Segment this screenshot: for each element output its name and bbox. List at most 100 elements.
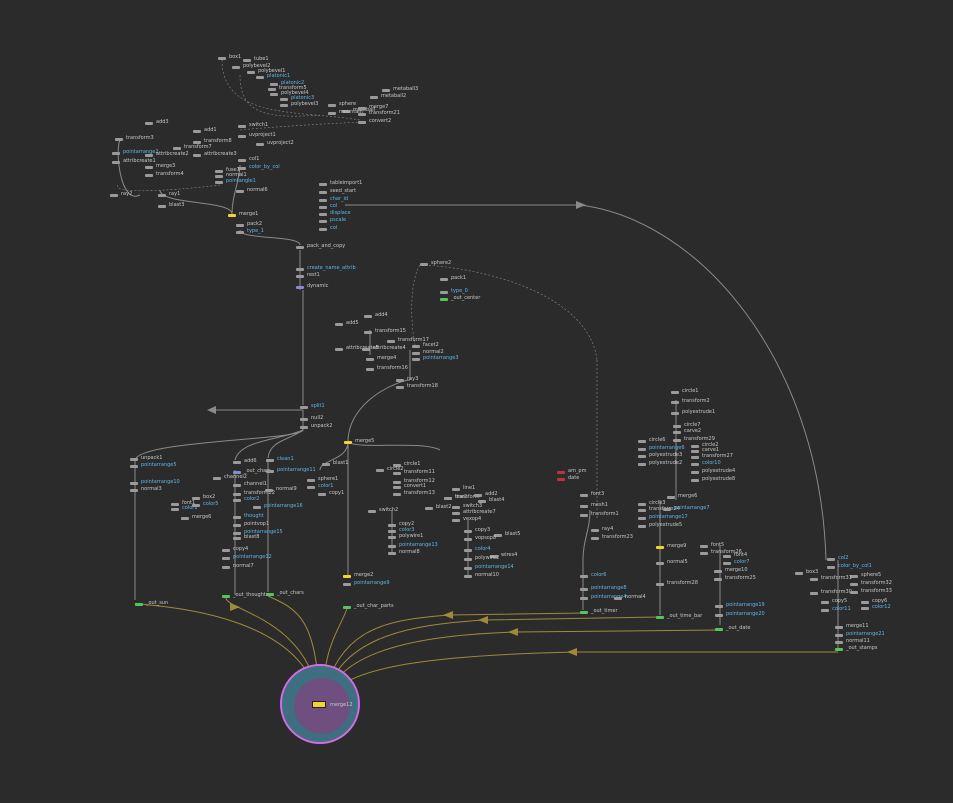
- node-handle[interactable]: [656, 616, 664, 619]
- node-handle[interactable]: [145, 122, 153, 125]
- node-handle[interactable]: [266, 470, 274, 473]
- node-handle[interactable]: [193, 141, 201, 144]
- node-handle[interactable]: [130, 482, 138, 485]
- node-handle[interactable]: [236, 231, 244, 234]
- node-handle[interactable]: [723, 555, 731, 558]
- node-handle[interactable]: [714, 570, 722, 573]
- node-handle[interactable]: [307, 486, 315, 489]
- node-handle[interactable]: [192, 497, 200, 500]
- node-handle[interactable]: [173, 147, 181, 150]
- node-handle[interactable]: [464, 567, 472, 570]
- node-handle[interactable]: [591, 529, 599, 532]
- node-handle[interactable]: [388, 524, 396, 527]
- node-handle[interactable]: [233, 484, 241, 487]
- node-handle[interactable]: [215, 170, 223, 173]
- node-handle[interactable]: [396, 386, 404, 389]
- node-handle[interactable]: [580, 575, 588, 578]
- node-handle[interactable]: [388, 530, 396, 533]
- node-handle[interactable]: [638, 525, 646, 528]
- node-handle[interactable]: [318, 493, 326, 496]
- node-handle[interactable]: [656, 562, 664, 565]
- node-handle[interactable]: [810, 592, 818, 595]
- node-handle[interactable]: [580, 505, 588, 508]
- node-handle[interactable]: [827, 558, 835, 561]
- node-handle[interactable]: [343, 575, 351, 578]
- node-handle[interactable]: [171, 508, 179, 511]
- node-handle[interactable]: [557, 471, 565, 474]
- node-handle[interactable]: [412, 352, 420, 355]
- node-handle[interactable]: [638, 509, 646, 512]
- node-handle[interactable]: [370, 96, 378, 99]
- node-handle[interactable]: [130, 489, 138, 492]
- node-handle[interactable]: [358, 121, 366, 124]
- node-handle[interactable]: [233, 493, 241, 496]
- node-handle[interactable]: [464, 538, 472, 541]
- node-handle[interactable]: [145, 166, 153, 169]
- node-handle[interactable]: [343, 583, 351, 586]
- node-handle[interactable]: [557, 478, 565, 481]
- node-handle[interactable]: [691, 479, 699, 482]
- node-handle[interactable]: [110, 194, 118, 197]
- node-handle[interactable]: [222, 549, 230, 552]
- node-handle[interactable]: [591, 537, 599, 540]
- node-handle[interactable]: [319, 228, 327, 231]
- node-handle[interactable]: [715, 605, 723, 608]
- node-handle[interactable]: [667, 496, 675, 499]
- node-handle[interactable]: [319, 199, 327, 202]
- node-handle[interactable]: [861, 607, 869, 610]
- node-handle[interactable]: [376, 469, 384, 472]
- node-handle[interactable]: [580, 514, 588, 517]
- node-handle[interactable]: [638, 448, 646, 451]
- node-handle[interactable]: [218, 57, 226, 60]
- node-handle[interactable]: [145, 174, 153, 177]
- node-handle[interactable]: [835, 648, 843, 651]
- node-handle[interactable]: [614, 597, 622, 600]
- node-handle[interactable]: [580, 588, 588, 591]
- node-handle[interactable]: [319, 191, 327, 194]
- node-handle[interactable]: [638, 455, 646, 458]
- node-handle[interactable]: [233, 524, 241, 527]
- node-handle[interactable]: [850, 575, 858, 578]
- node-handle[interactable]: [700, 545, 708, 548]
- node-handle[interactable]: [795, 572, 803, 575]
- node-handle[interactable]: [266, 459, 274, 462]
- node-handle[interactable]: [145, 154, 153, 157]
- node-handle[interactable]: [112, 161, 120, 164]
- node-handle[interactable]: [238, 135, 246, 138]
- node-handle[interactable]: [691, 463, 699, 466]
- node-handle[interactable]: [135, 603, 143, 606]
- node-handle[interactable]: [215, 175, 223, 178]
- node-handle[interactable]: [656, 583, 664, 586]
- node-handle[interactable]: [236, 190, 244, 193]
- node-handle[interactable]: [213, 477, 221, 480]
- node-handle[interactable]: [253, 506, 261, 509]
- node-handle[interactable]: [233, 532, 241, 535]
- node-handle[interactable]: [821, 609, 829, 612]
- node-handle[interactable]: [233, 499, 241, 502]
- node-handle[interactable]: [464, 558, 472, 561]
- node-handle[interactable]: [671, 412, 679, 415]
- node-handle[interactable]: [723, 562, 731, 565]
- node-handle[interactable]: [158, 205, 166, 208]
- node-handle[interactable]: [714, 578, 722, 581]
- node-handle[interactable]: [233, 537, 241, 540]
- node-handle[interactable]: [256, 143, 264, 146]
- node-handle[interactable]: [715, 628, 723, 631]
- node-handle[interactable]: [452, 512, 460, 515]
- node-handle[interactable]: [296, 286, 304, 289]
- node-handle[interactable]: [270, 93, 278, 96]
- node-handle[interactable]: [393, 493, 401, 496]
- node-handle[interactable]: [700, 552, 708, 555]
- node-handle[interactable]: [366, 358, 374, 361]
- node-handle[interactable]: [691, 450, 699, 453]
- node-handle[interactable]: [366, 368, 374, 371]
- node-handle[interactable]: [440, 291, 448, 294]
- node-handle[interactable]: [300, 418, 308, 421]
- node-handle[interactable]: [296, 246, 304, 249]
- node-handle[interactable]: [268, 88, 276, 91]
- node-handle[interactable]: [673, 439, 681, 442]
- node-handle[interactable]: [673, 431, 681, 434]
- node-handle[interactable]: [444, 497, 452, 500]
- node-handle[interactable]: [388, 536, 396, 539]
- node-handle[interactable]: [412, 345, 420, 348]
